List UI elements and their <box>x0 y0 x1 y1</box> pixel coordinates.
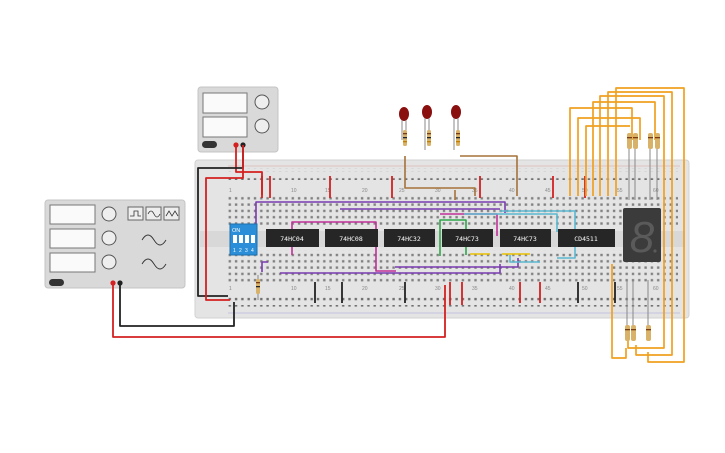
ic-label: CD4511 <box>574 235 598 243</box>
led-group[interactable] <box>399 105 461 150</box>
dip-switch-on-label: ON <box>232 228 240 234</box>
ic-label: 74HC32 <box>397 235 421 243</box>
seven-segment-digit: 8 <box>630 213 655 262</box>
dip-toggle-3[interactable] <box>245 235 249 243</box>
dip-toggle-1[interactable] <box>233 235 237 243</box>
column-label: 35 <box>472 286 478 292</box>
ic-label: 74HC08 <box>339 235 363 243</box>
column-label: 60 <box>653 188 659 194</box>
column-label: 40 <box>509 286 515 292</box>
ic-chip[interactable]: CD4511 <box>558 229 615 247</box>
column-label: 20 <box>362 188 368 194</box>
column-label: 20 <box>362 286 368 292</box>
column-label: 40 <box>509 188 515 194</box>
column-label: 55 <box>617 188 623 194</box>
dip-toggle-2[interactable] <box>239 235 243 243</box>
resistor[interactable] <box>256 275 260 300</box>
ic-chip[interactable]: 74HC32 <box>384 229 435 247</box>
column-label: 15 <box>325 188 331 194</box>
segment-wires[interactable] <box>569 87 685 363</box>
segment-resistors[interactable] <box>625 133 660 341</box>
function-generator[interactable] <box>44 199 186 289</box>
ic-chip[interactable]: 74HC08 <box>325 229 378 247</box>
dip-number: 4 <box>251 248 254 254</box>
led[interactable] <box>451 105 461 150</box>
dip-number: 1 <box>233 248 236 254</box>
column-label: 30 <box>435 286 441 292</box>
ic-chip[interactable]: 74HC73 <box>500 229 551 247</box>
column-label: 60 <box>653 286 659 292</box>
ic-label: 74HC04 <box>280 235 304 243</box>
column-label: 45 <box>545 286 551 292</box>
dip-number: 2 <box>239 248 242 254</box>
column-label: 1 <box>229 286 232 292</box>
dip-number: 3 <box>245 248 248 254</box>
led[interactable] <box>399 107 409 146</box>
column-label: 30 <box>435 188 441 194</box>
seven-segment-display[interactable]: 8 <box>623 208 661 262</box>
power-supply[interactable] <box>197 86 279 153</box>
ic-label: 74HC73 <box>455 235 479 243</box>
column-label: 15 <box>325 286 331 292</box>
column-label: 45 <box>545 188 551 194</box>
column-label: 55 <box>617 286 623 292</box>
column-label: 50 <box>582 286 588 292</box>
column-label: 25 <box>399 188 405 194</box>
ic-chip[interactable]: 74HC04 <box>266 229 319 247</box>
power-toggle[interactable] <box>202 141 217 148</box>
led[interactable] <box>422 105 432 150</box>
power-wires[interactable] <box>112 145 446 338</box>
jumper-wires[interactable] <box>261 176 616 305</box>
ic-label: 74HC73 <box>513 235 537 243</box>
dip-switch[interactable]: ON 1 2 3 4 <box>229 223 258 256</box>
column-label: 1 <box>229 188 232 194</box>
column-label: 25 <box>399 286 405 292</box>
generator-toggle[interactable] <box>49 279 64 286</box>
ic-chip[interactable]: 74HC73 <box>442 229 493 247</box>
column-label: 10 <box>291 286 297 292</box>
column-label: 10 <box>291 188 297 194</box>
dip-toggle-4[interactable] <box>251 235 255 243</box>
